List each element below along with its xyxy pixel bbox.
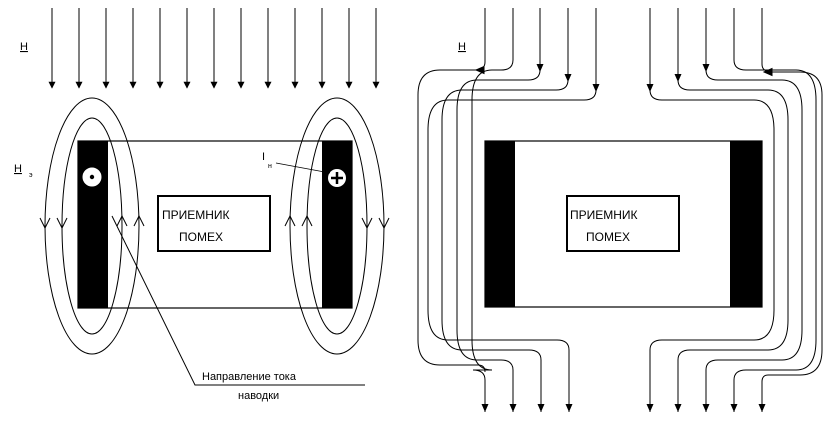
field-line bbox=[649, 8, 775, 412]
external-field-label: H bbox=[20, 41, 28, 53]
field-arrow-head bbox=[536, 64, 544, 72]
external-field-arrows bbox=[48, 8, 380, 89]
field-arrow-head bbox=[537, 404, 545, 412]
field-arrow-head bbox=[674, 404, 682, 412]
induced-current-label: I bbox=[262, 151, 265, 163]
right-receiver-line1: ПРИЕМНИК bbox=[570, 208, 638, 222]
direction-label-line1: Направление тока bbox=[202, 371, 297, 383]
induced-field-label: H bbox=[14, 163, 22, 175]
field-arrow-head bbox=[474, 65, 485, 75]
field-line bbox=[705, 8, 803, 412]
right-field-label: H bbox=[458, 41, 466, 53]
induced-current-subscript: н bbox=[268, 163, 272, 170]
right-shield-plate-right bbox=[730, 141, 762, 307]
field-arrow-head bbox=[762, 67, 773, 77]
right-shield-plate-left bbox=[485, 141, 515, 307]
field-arrow-head bbox=[730, 404, 738, 412]
left-shield-plate-right bbox=[322, 141, 352, 308]
left-receiver-box bbox=[157, 195, 271, 252]
direction-leader-line bbox=[111, 215, 365, 386]
field-line bbox=[456, 8, 541, 412]
current-out-icon bbox=[82, 167, 102, 187]
induced-field-subscript: э bbox=[29, 172, 33, 179]
field-arrow-head bbox=[646, 404, 654, 412]
loop-direction-arrows bbox=[39, 214, 390, 230]
left-receiver-line1: ПРИЕМНИК bbox=[162, 208, 230, 222]
field-line bbox=[471, 8, 514, 412]
left-receiver-line2: ПОМЕХ bbox=[179, 230, 223, 244]
field-line bbox=[427, 8, 597, 412]
current-in-icon bbox=[328, 169, 346, 187]
left-shield-plate-left bbox=[78, 141, 108, 308]
right-receiver-line2: ПОМЕХ bbox=[586, 230, 630, 244]
field-arrow-head bbox=[481, 404, 489, 412]
field-arrow-head bbox=[674, 74, 682, 82]
right-receiver-box bbox=[566, 195, 680, 252]
field-line bbox=[733, 8, 817, 412]
field-arrow-head bbox=[564, 74, 572, 82]
field-arrow-head bbox=[702, 404, 710, 412]
field-arrow-head bbox=[509, 404, 517, 412]
field-arrow-head bbox=[592, 84, 600, 92]
field-arrow-head bbox=[565, 404, 573, 412]
deflected-field-lines bbox=[417, 8, 823, 412]
direction-label-line2: наводки bbox=[238, 390, 279, 402]
field-line bbox=[441, 8, 569, 412]
field-line bbox=[677, 8, 789, 412]
field-arrow-head bbox=[758, 404, 766, 412]
field-arrow-head bbox=[702, 64, 710, 72]
current-leader-line bbox=[275, 162, 331, 174]
left-induced-loops bbox=[44, 97, 385, 355]
field-arrow-head bbox=[646, 84, 654, 92]
